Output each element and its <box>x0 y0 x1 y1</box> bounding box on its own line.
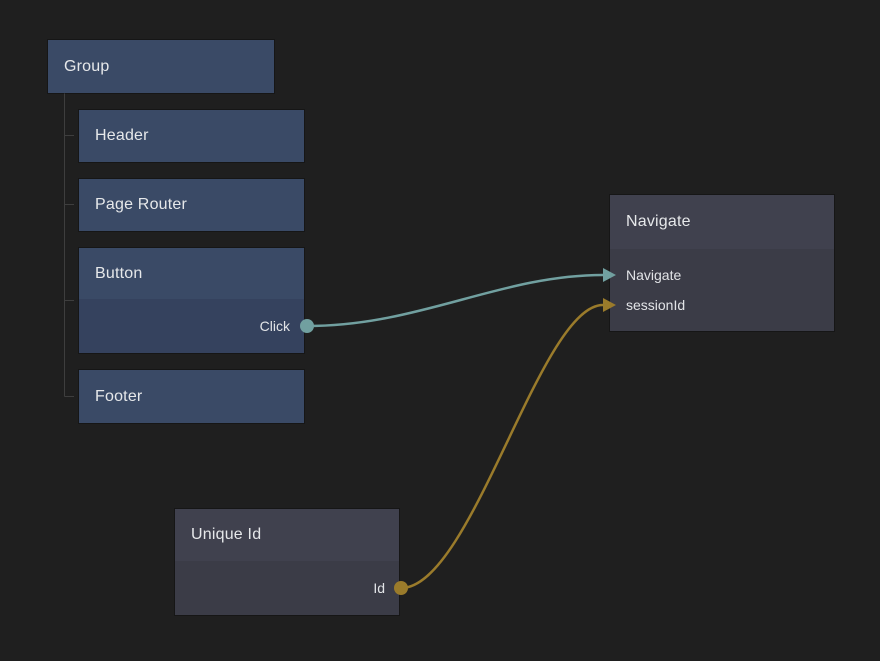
node-footer[interactable]: Footer <box>79 370 304 423</box>
input-port-label-sessionid: sessionId <box>626 297 686 313</box>
node-navigate[interactable]: Navigate Navigate sessionId <box>610 195 834 331</box>
node-title: Navigate <box>610 195 834 249</box>
node-title: Footer <box>95 387 143 405</box>
node-title: Unique Id <box>175 509 399 561</box>
output-port-label-click: Click <box>259 318 290 334</box>
node-title: Header <box>95 127 149 144</box>
node-title: Button <box>79 248 304 299</box>
node-group[interactable]: Group <box>48 40 274 93</box>
node-unique-id[interactable]: Unique Id Id <box>175 509 399 615</box>
node-title: Group <box>64 57 110 75</box>
input-port-row: sessionId <box>610 290 834 320</box>
output-port-row: Click <box>79 299 304 353</box>
node-button[interactable]: Button Click <box>79 248 304 353</box>
output-port-label-id: Id <box>373 580 385 596</box>
input-port-label-navigate: Navigate <box>626 267 682 283</box>
node-title: Page Router <box>95 196 188 213</box>
node-body: Id <box>175 561 399 615</box>
connection-click-to-navigate[interactable] <box>306 273 604 328</box>
node-header[interactable]: Header <box>79 110 304 162</box>
output-port-row: Id <box>175 561 399 615</box>
connection-id-to-sessionid[interactable] <box>400 303 604 590</box>
node-page-router[interactable]: Page Router <box>79 179 304 231</box>
tree-line-path <box>64 93 74 397</box>
node-body: Navigate sessionId <box>610 249 834 331</box>
node-body: Click <box>79 299 304 353</box>
input-port-row: Navigate <box>610 260 834 290</box>
